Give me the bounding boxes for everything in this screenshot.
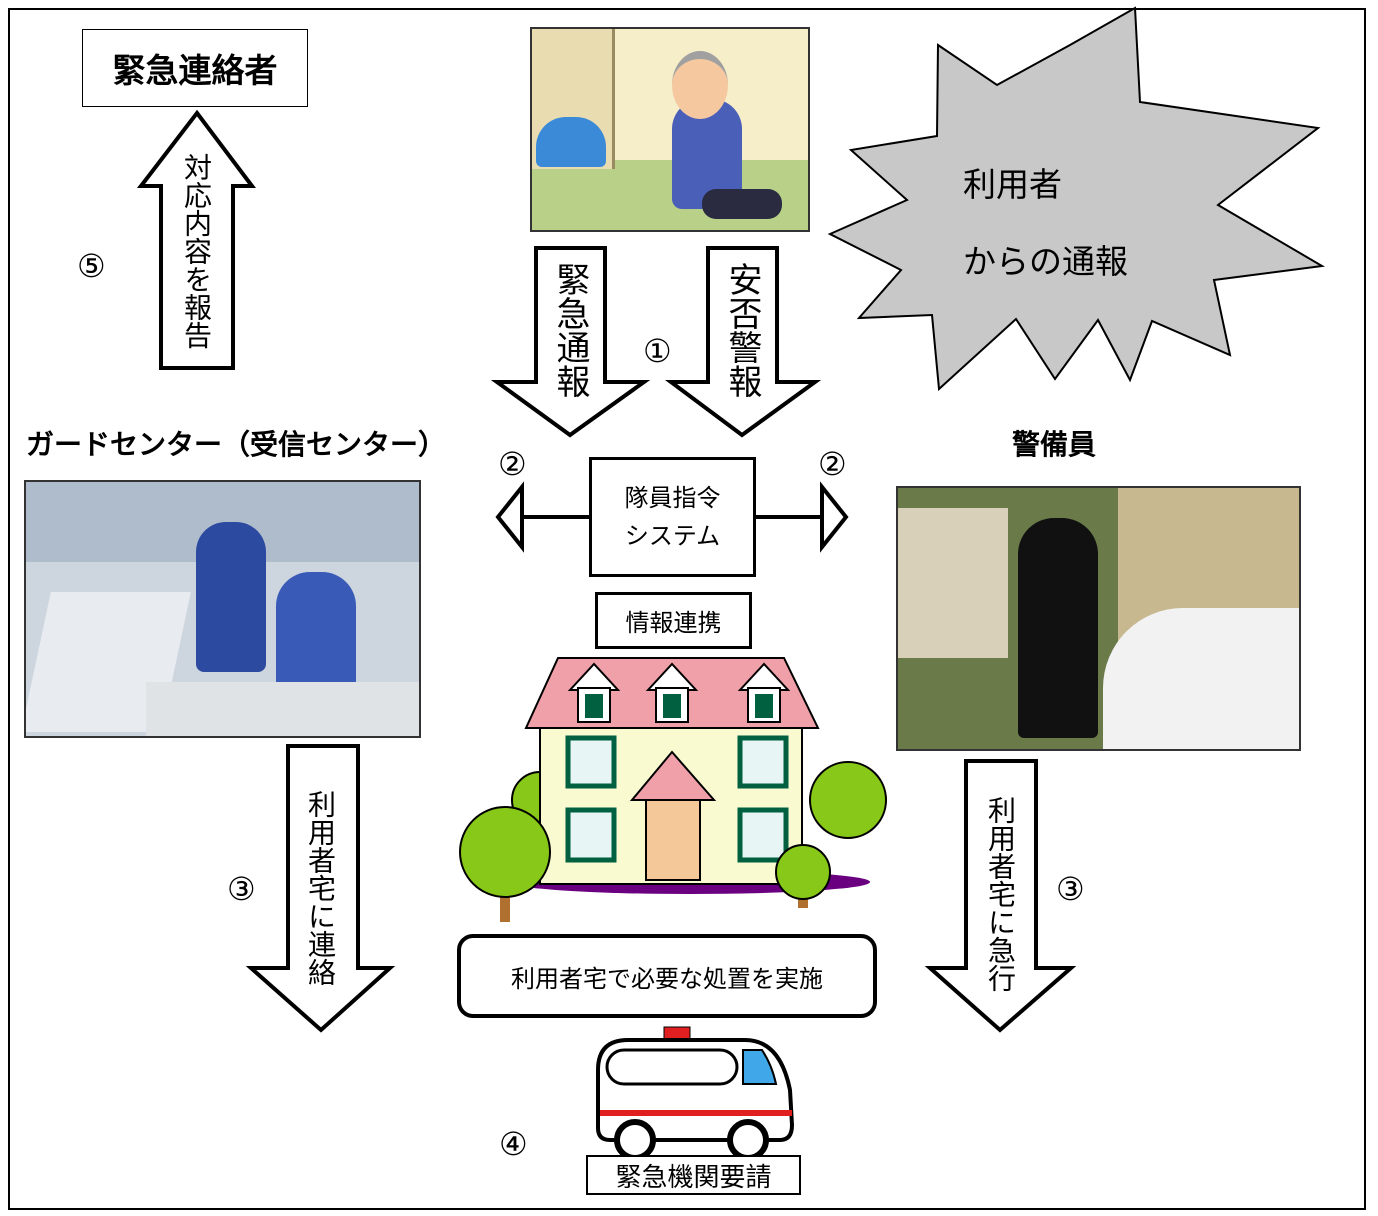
- report-arrow-label: 対応内容を報告: [180, 153, 213, 349]
- photo-patrol-car: [1103, 608, 1299, 749]
- tree-right-back: [809, 761, 887, 839]
- step-2-left-marker: ②: [498, 445, 527, 483]
- guard-title: 警備員: [1012, 428, 1097, 461]
- safety-alarm-label: 安否警報: [722, 262, 762, 398]
- dormer-right: [737, 662, 791, 723]
- photo-house-left: [898, 508, 1008, 658]
- window-upper-left: [565, 735, 617, 789]
- dispatch-arrowhead-right: [820, 481, 849, 553]
- dispatch-system-line2: システム: [624, 522, 721, 550]
- tree-right-front: [775, 844, 831, 900]
- user-report-line1: 利用者: [963, 165, 1062, 204]
- contact-home-arrow: [245, 744, 396, 1033]
- emergency-request-box: 緊急機関要請: [586, 1155, 801, 1195]
- ambulance-front-window: [742, 1049, 778, 1085]
- safety-alarm-arrow: [664, 246, 822, 438]
- photo-guard: [1018, 518, 1098, 738]
- tree-left-front: [459, 806, 551, 898]
- action-at-home-box: 利用者宅で必要な処置を実施: [457, 934, 877, 1018]
- step-5-marker: ⑤: [77, 247, 106, 285]
- user-report-burst: [827, 6, 1326, 392]
- contact-home-label: 利用者宅に連絡: [304, 790, 337, 986]
- emergency-call-label: 緊急通報: [550, 262, 590, 398]
- photo-cushion: [536, 117, 606, 167]
- window-lower-left: [565, 807, 617, 863]
- emergency-contact-box: 緊急連絡者: [82, 29, 308, 107]
- elderly-user-photo: [530, 27, 810, 232]
- dormer-middle: [645, 662, 699, 723]
- house-illustration: [459, 657, 887, 922]
- dispatch-arrowhead-left: [495, 481, 524, 553]
- ambulance-stripe: [600, 1110, 792, 1116]
- action-at-home-label: 利用者宅で必要な処置を実施: [511, 964, 823, 993]
- photo-desk: [146, 682, 419, 736]
- dispatch-system-line1: 隊員指令: [624, 483, 721, 512]
- step-1-marker: ①: [643, 332, 672, 370]
- house-door: [645, 799, 701, 881]
- ambulance-wheel-front: [727, 1119, 769, 1161]
- ambulance-illustration: [596, 1026, 795, 1161]
- ambulance-wheel-rear: [614, 1119, 656, 1161]
- step-2-right-marker: ②: [818, 445, 847, 483]
- info-link-label: 情報連携: [625, 609, 722, 637]
- step-3-left-marker: ③: [227, 870, 256, 908]
- step-3-right-marker: ③: [1056, 870, 1085, 908]
- ambulance-rear-window: [605, 1048, 739, 1086]
- dispatch-system-box: 隊員指令 システム: [589, 457, 756, 577]
- guard-center-photo: [24, 480, 421, 738]
- rush-home-label: 利用者宅に急行: [984, 796, 1017, 992]
- report-arrow: [136, 109, 257, 370]
- photo-operator-1: [196, 522, 266, 672]
- rush-home-arrow: [924, 759, 1077, 1033]
- info-link-box: 情報連携: [595, 592, 752, 649]
- window-lower-right: [737, 807, 789, 863]
- window-upper-right: [737, 735, 789, 789]
- diagram-frame: [8, 8, 1366, 1210]
- photo-person-legs: [702, 189, 782, 219]
- ambulance-siren: [663, 1026, 691, 1040]
- dormer-left: [567, 662, 621, 723]
- emergency-request-label: 緊急機関要請: [615, 1162, 772, 1193]
- photo-person-head: [672, 51, 728, 119]
- emergency-contact-label: 緊急連絡者: [112, 51, 278, 90]
- emergency-call-arrow: [490, 246, 651, 438]
- step-4-marker: ④: [499, 1125, 528, 1163]
- guard-center-title: ガードセンター（受信センター）: [26, 428, 447, 461]
- user-report-line2: からの通報: [963, 242, 1128, 281]
- security-guard-photo: [896, 486, 1301, 751]
